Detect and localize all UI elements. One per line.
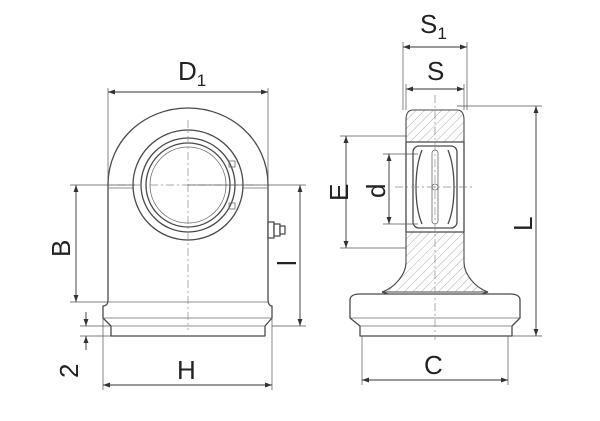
label-b: B (46, 240, 76, 257)
grease-nipple-icon (267, 221, 286, 239)
front-notch-top (228, 160, 236, 168)
label-s1: S1 (420, 9, 447, 43)
side-neck (381, 291, 489, 295)
front-notch-bottom (228, 202, 236, 210)
label-d1: D1 (178, 56, 206, 90)
front-view (102, 107, 286, 337)
label-d: d (361, 184, 391, 198)
label-l-small: l (272, 260, 302, 266)
label-s: S (427, 56, 444, 86)
label-h: H (177, 355, 196, 385)
label-l-large: L (508, 217, 538, 231)
label-e: E (324, 184, 354, 201)
label-c: C (424, 350, 443, 380)
side-ball-profile (415, 149, 455, 225)
dimensions (70, 42, 542, 390)
side-view (349, 95, 521, 340)
dimension-labels: D1 S1 S B E d l L 2 H C (46, 9, 538, 385)
label-2: 2 (54, 364, 84, 378)
